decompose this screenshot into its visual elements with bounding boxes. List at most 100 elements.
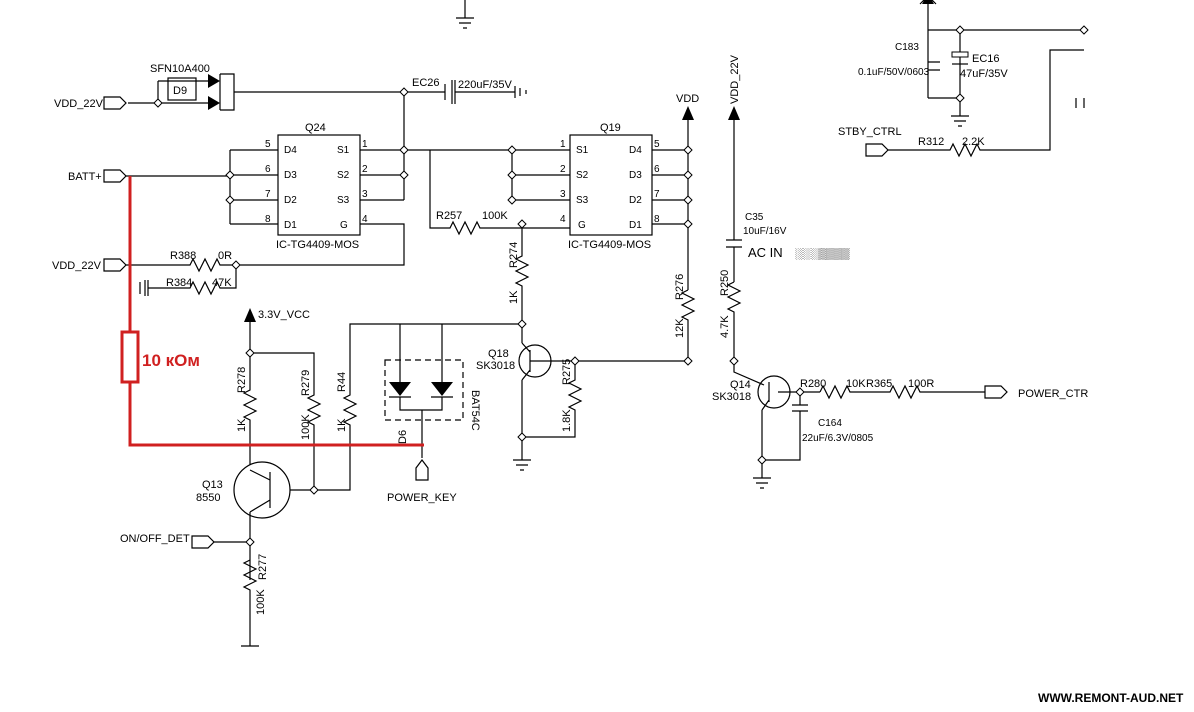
ec26-value-label: 220uF/35V [458,79,512,91]
svg-text:5: 5 [654,139,660,150]
r44-ref-label: R44 [336,372,348,392]
svg-text:D4: D4 [629,145,642,156]
q13-ref-label: Q13 [202,479,223,491]
d6-part-label: BAT54C [469,390,481,431]
r250-value-label: 4.7K [719,315,731,338]
r388-value-label: 0R [218,250,232,262]
r277-value-label: 100K [255,589,267,615]
r277-ref-label: R277 [257,554,269,580]
svg-text:G: G [340,220,348,231]
power-key-port-label: POWER_KEY [387,492,457,504]
c164-ref-label: C164 [818,418,842,429]
c183-ref-label: C183 [895,42,919,53]
junction-dots [153,25,1089,547]
added-resistor-annotation [120,176,424,447]
r365-value-label: 100R [908,378,934,390]
power-ctr-port-label: POWER_CTR [1018,388,1088,400]
r278-value-label: 1K [236,418,248,432]
svg-text:D4: D4 [284,145,297,156]
r275-value-label: 1.8K [561,409,573,432]
ac-in-label: AC IN [748,245,783,260]
svg-text:S2: S2 [576,170,589,181]
q24-right-pins: 1 2 3 4 S1 S2 S3 G [337,139,368,231]
svg-text:7: 7 [265,189,271,200]
svg-text:2: 2 [362,164,368,175]
on-off-det-port-label: ON/OFF_DET [120,533,190,545]
q19-part-label: IC-TG4409-MOS [568,239,651,251]
d9-ref-label: D9 [173,85,187,97]
vdd22v-mid-port [103,258,127,272]
vdd22v-rail-label: VDD_22V [729,54,741,104]
svg-text:1: 1 [362,139,368,150]
svg-text:4: 4 [560,214,566,225]
vdd22v-mid-port-label: VDD_22V [52,260,102,272]
vdd22v-top-port [103,96,127,110]
r365-ref-label: R365 [866,378,892,390]
svg-text:D2: D2 [284,195,297,206]
d9-diode [128,73,445,111]
svg-text:7: 7 [654,189,660,200]
q24-left-pins: 5 6 7 8 D4 D3 D2 D1 [265,139,297,231]
d9-part-label: SFN10A400 [150,63,210,75]
svg-text:S2: S2 [337,170,350,181]
svg-text:3: 3 [362,189,368,200]
r384-ref-label: R384 [166,277,192,289]
svg-text:6: 6 [654,164,660,175]
r257-value-label: 100K [482,210,508,222]
r276-value-label: 12K [674,318,686,338]
power-ctr-port [984,385,1008,399]
added-resistor-label: 10 кОм [142,351,200,370]
d6-dual-diode [384,324,464,458]
r276-ref-label: R276 [674,274,686,300]
r279-ref-label: R279 [300,370,312,396]
svg-text:S3: S3 [576,195,589,206]
r312-value-label: 2.2K [962,136,985,148]
stby-ctrl-port [865,143,889,157]
r384-value-label: 47K [212,277,232,289]
r250-ref-label: R250 [719,270,731,296]
q24-part-label: IC-TG4409-MOS [276,239,359,251]
q13-transistor [233,461,291,519]
svg-text:S3: S3 [337,195,350,206]
q19-right-pins: 5 6 7 8 D4 D3 D2 D1 [629,139,660,231]
r388-ref-label: R388 [170,250,196,262]
r280-ref-label: R280 [800,378,826,390]
svg-text:S1: S1 [576,145,589,156]
r312-ref-label: R312 [918,136,944,148]
svg-text:D1: D1 [284,220,297,231]
v33-rail-label: 3.3V_VCC [258,309,310,321]
q24-mosfet-body [277,134,361,236]
c35-value-label: 10uF/16V [743,226,787,237]
vdd-rail-label: VDD [676,93,699,105]
q19-left-pins: 1 2 3 4 S1 S2 S3 G [560,139,589,231]
batt-port-label: BATT+ [68,171,102,183]
c183-value-label: 0.1uF/50V/0603 [858,67,930,78]
q14-part-label: SK3018 [712,391,751,403]
q14-ref-label: Q14 [730,379,751,391]
q18-part-label: SK3018 [476,360,515,372]
q18-ref-label: Q18 [488,348,509,360]
svg-text:5: 5 [265,139,271,150]
r274-value-label: 1K [508,290,520,304]
svg-text:G: G [578,220,586,231]
r280-value-label: 10K [846,378,866,390]
q19-ref-label: Q19 [600,122,621,134]
power-key-port [415,459,429,481]
q19-mosfet-body [569,134,653,236]
svg-text:8: 8 [654,214,660,225]
r275-ref-label: R275 [561,359,573,385]
r279-value-label: 100K [300,414,312,440]
r44-value-label: 1K [336,418,348,432]
stby-ctrl-port-label: STBY_CTRL [838,126,902,138]
ec26-ref-label: EC26 [412,77,440,89]
svg-text:8: 8 [265,214,271,225]
ec16-ref-label: EC16 [972,53,1000,65]
q13-part-label: 8550 [196,492,220,504]
r278-ref-label: R278 [236,367,248,393]
svg-text:D2: D2 [629,195,642,206]
r257-ref-label: R257 [436,210,462,222]
d6-ref-label: D6 [397,430,409,444]
svg-text:D1: D1 [629,220,642,231]
svg-text:D3: D3 [629,170,642,181]
